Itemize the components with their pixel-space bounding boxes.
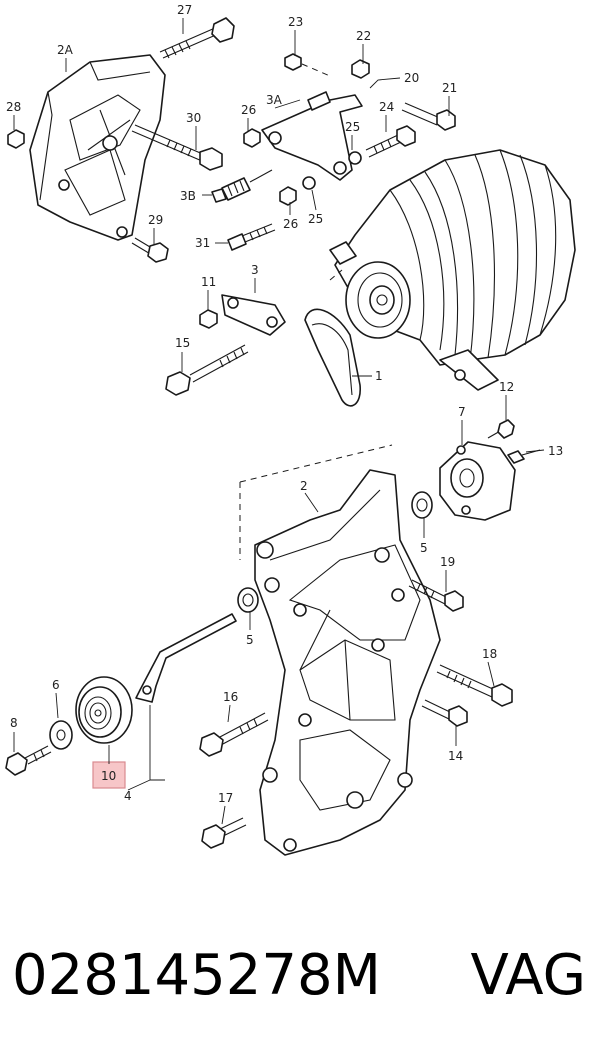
label-26-upper: 26 (241, 103, 256, 117)
part-labels: 27 2A 28 30 3B 29 31 23 22 20 21 3A 26 2… (6, 3, 563, 805)
label-14: 14 (448, 749, 463, 763)
brand-name: VAG (470, 942, 586, 1008)
bolt-24 (365, 125, 416, 158)
idler-roller-10 (75, 676, 133, 744)
nut-11 (199, 309, 218, 329)
bolt-15 (165, 344, 249, 396)
bolt-27 (159, 17, 235, 59)
label-3b: 3B (180, 189, 196, 203)
label-19: 19 (440, 555, 455, 569)
bolt-13 (507, 449, 541, 464)
belt-1 (304, 269, 361, 407)
alternator (329, 149, 576, 391)
label-24: 24 (379, 100, 394, 114)
label-16: 16 (223, 690, 238, 704)
part-caption: 028145278M VAG (0, 925, 600, 1025)
bolt-29 (131, 237, 169, 263)
assembly-line (239, 444, 393, 560)
label-2: 2 (300, 479, 308, 493)
label-2a: 2A (57, 43, 74, 57)
label-30: 30 (186, 111, 201, 125)
bracket-4 (127, 613, 237, 791)
bolt-21 (401, 102, 456, 131)
label-12: 12 (499, 380, 514, 394)
nut-26-lower (279, 186, 297, 206)
bolt-18 (436, 664, 513, 707)
stud-31 (227, 223, 276, 251)
bolt-17 (201, 817, 247, 849)
label-10: 10 (101, 769, 116, 783)
label-15: 15 (175, 336, 190, 350)
label-1: 1 (375, 369, 383, 383)
label-5-upper: 5 (420, 541, 428, 555)
label-29: 29 (148, 213, 163, 227)
label-21: 21 (442, 81, 457, 95)
label-27: 27 (177, 3, 192, 17)
label-25-lower: 25 (308, 212, 323, 226)
label-31: 31 (195, 236, 210, 250)
washer-6 (49, 720, 73, 750)
washer-25-lower (302, 176, 316, 190)
bolt-8 (5, 745, 52, 776)
label-28: 28 (6, 100, 21, 114)
washer-5-lower (237, 587, 259, 613)
nut-22 (351, 59, 370, 79)
bracket-2 (254, 469, 441, 856)
label-23: 23 (288, 15, 303, 29)
bracket-2a (29, 54, 166, 241)
label-26-lower: 26 (283, 217, 298, 231)
label-25-upper: 25 (345, 120, 360, 134)
nut-28 (7, 129, 25, 149)
label-7: 7 (458, 405, 466, 419)
label-6: 6 (52, 678, 60, 692)
exploded-parts-diagram: 27 2A 28 30 3B 29 31 23 22 20 21 3A 26 2… (5, 3, 576, 856)
label-20: 20 (404, 71, 419, 85)
highlight-box-10 (92, 761, 126, 789)
bolt-16 (199, 712, 269, 757)
label-17: 17 (218, 791, 233, 805)
bolt-12 (487, 419, 515, 439)
sensor-3b (211, 169, 273, 203)
bolt-19 (408, 579, 464, 612)
washer-5-upper (411, 491, 433, 519)
leader-lines (13, 18, 545, 825)
label-11: 11 (201, 275, 216, 289)
label-18: 18 (482, 647, 497, 661)
bolt-14 (421, 699, 468, 727)
washer-25-upper (348, 151, 362, 165)
part-number: 028145278M (12, 942, 381, 1008)
nut-26-upper (243, 128, 261, 148)
tensioner-7 (439, 441, 516, 521)
label-13: 13 (548, 444, 563, 458)
label-5-lower: 5 (246, 633, 254, 647)
label-4: 4 (124, 789, 132, 803)
label-22: 22 (356, 29, 371, 43)
bracket-3 (221, 294, 286, 336)
bolt-23 (284, 53, 331, 77)
label-8: 8 (10, 716, 18, 730)
label-3: 3 (251, 263, 259, 277)
bolt-30 (131, 124, 223, 171)
link-3a (261, 91, 363, 181)
label-3a: 3A (266, 93, 283, 107)
